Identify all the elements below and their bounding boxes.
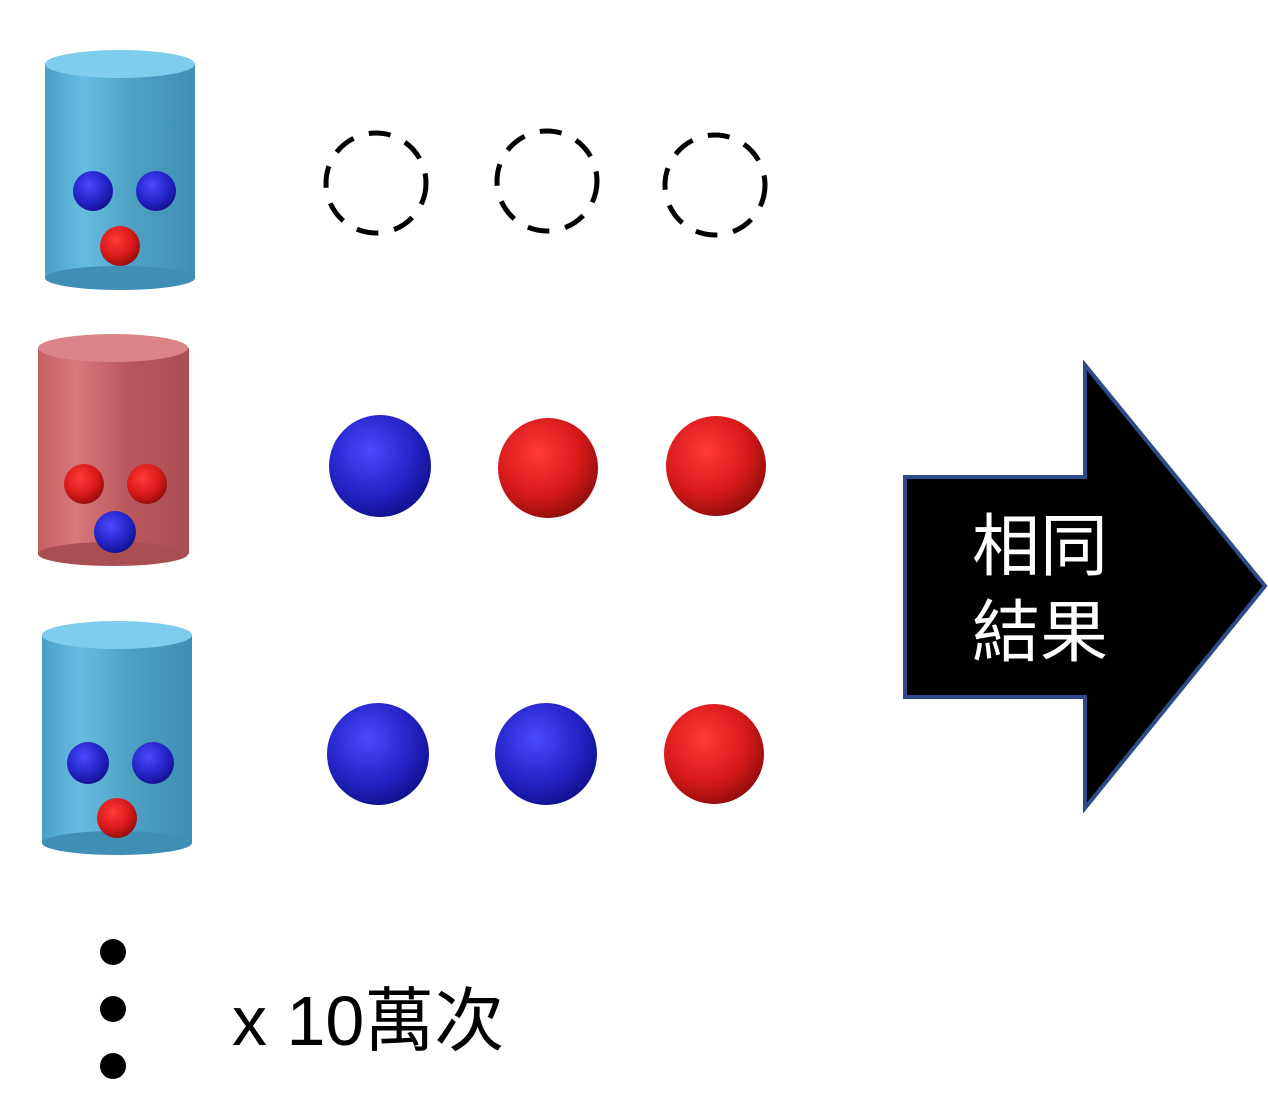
cylinder-ball-blue [67,742,109,784]
ellipsis-dot [100,1053,126,1079]
cylinder-ball-blue [73,171,113,211]
cylinder-ball-blue [136,171,176,211]
empty-slot [662,132,768,238]
repeat-count-label: x 10萬次 [232,982,505,1060]
drawn-ball-red [666,416,766,516]
cylinder-ball-blue [94,511,136,553]
cylinder-ball-red [97,798,137,838]
drawn-ball-red [498,418,598,518]
drawn-ball-blue [327,703,429,805]
ellipsis-dot [100,996,126,1022]
result-arrow [903,359,1268,814]
arrow-label-line-2: 結果 [971,594,1108,673]
empty-slot [323,130,429,236]
empty-slot [494,128,600,234]
cylinder-ball-red [127,464,167,504]
cylinder-ball-red [100,226,140,266]
cylinder-ball-red [64,464,104,504]
arrow-label: 相同 結果 [935,505,1145,677]
cylinder-red-2 [38,334,189,566]
arrow-label-line-1: 相同 [971,508,1108,587]
cylinder-ball-blue [132,742,174,784]
drawn-ball-red [664,704,764,804]
drawn-ball-blue [495,703,597,805]
drawn-ball-blue [329,415,431,517]
ellipsis-dot [100,939,126,965]
